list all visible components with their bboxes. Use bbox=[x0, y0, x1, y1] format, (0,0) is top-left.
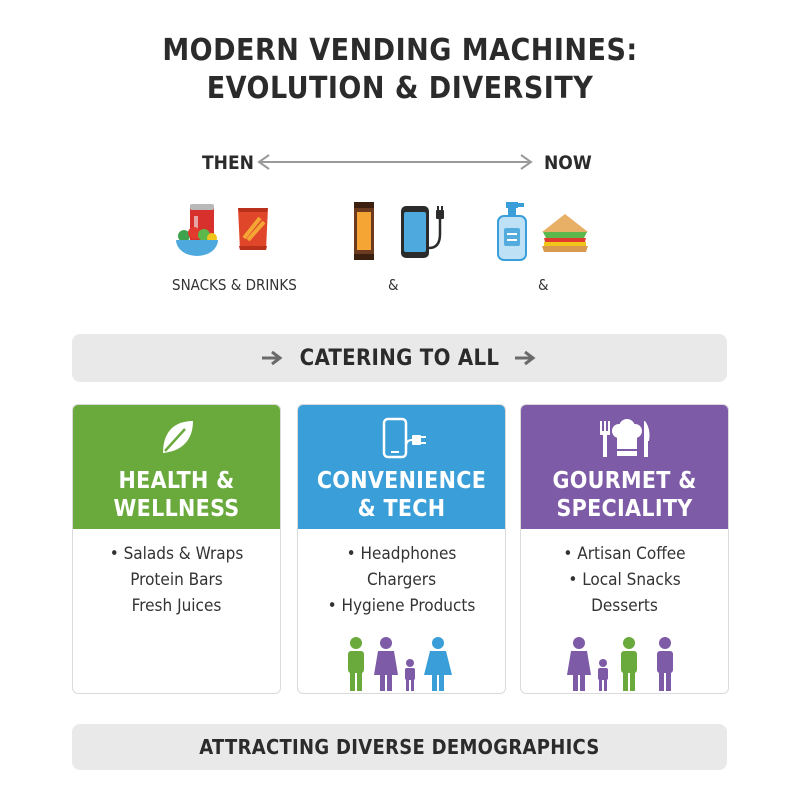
group-caption-3: & bbox=[538, 276, 549, 294]
arrow-right-icon bbox=[261, 350, 283, 366]
leaf-icon bbox=[162, 421, 193, 453]
title-line-1: MODERN VENDING MACHINES: bbox=[162, 33, 638, 68]
demographics-banner-text: ATTRACTING DIVERSE DEMOGRAPHICS bbox=[199, 735, 600, 759]
chip-bag-icon bbox=[238, 208, 268, 250]
card-title-line-1: CONVENIENCE bbox=[316, 468, 487, 494]
page-title: MODERN VENDING MACHINES: EVOLUTION & DIV… bbox=[0, 32, 800, 108]
list-item: • Salads & Wraps bbox=[109, 544, 244, 564]
timeline-arrow-icon bbox=[257, 154, 533, 170]
card-gourmet-speciality: GOURMET & SPECIALITY • Artisan Coffee • … bbox=[520, 404, 729, 694]
card-title-line-2: WELLNESS bbox=[113, 496, 240, 522]
list-item: • Hygiene Products bbox=[327, 596, 476, 616]
list-item: • Artisan Coffee bbox=[563, 544, 686, 564]
arrow-right-icon bbox=[515, 350, 536, 366]
sandwich-icon bbox=[542, 214, 588, 252]
family-group bbox=[298, 633, 505, 693]
group-caption-1: SNACKS & DRINKS bbox=[172, 276, 297, 294]
demographics-banner: ATTRACTING DIVERSE DEMOGRAPHICS bbox=[72, 724, 727, 770]
card-title-line-2: SPECIALITY bbox=[556, 496, 693, 522]
list-item: Protein Bars bbox=[130, 570, 223, 590]
family-group bbox=[521, 633, 728, 693]
card-header: GOURMET & SPECIALITY bbox=[521, 405, 728, 529]
then-label: THEN bbox=[202, 152, 254, 174]
list-item: Fresh Juices bbox=[131, 596, 222, 616]
group-caption-2: & bbox=[388, 276, 399, 294]
phone-charger-icon bbox=[401, 206, 444, 258]
card-title-line-1: GOURMET & bbox=[552, 468, 697, 494]
card-header: CONVENIENCE & TECH bbox=[298, 405, 505, 529]
list-item: Desserts bbox=[591, 596, 658, 616]
fork-chef-hat-knife-icon bbox=[599, 419, 649, 457]
card-title-line-2: & TECH bbox=[357, 496, 446, 522]
card-header: HEALTH & WELLNESS bbox=[73, 405, 280, 529]
people-icon bbox=[566, 637, 673, 691]
hand-sanitizer-icon bbox=[497, 202, 527, 261]
people-icon bbox=[347, 637, 452, 691]
list-item: • Local Snacks bbox=[568, 570, 681, 590]
card-title-line-1: HEALTH & bbox=[118, 468, 235, 494]
phone-plug-icon bbox=[382, 417, 426, 459]
list-item: • Headphones bbox=[346, 544, 457, 564]
list-item: Chargers bbox=[366, 570, 437, 590]
protein-bar-icon bbox=[354, 202, 374, 260]
card-convenience-tech: CONVENIENCE & TECH • Headphones Chargers… bbox=[297, 404, 506, 694]
catering-banner: CATERING TO ALL bbox=[72, 334, 727, 382]
now-label: NOW bbox=[544, 152, 592, 174]
card-health-wellness: HEALTH & WELLNESS • Salads & Wraps Prote… bbox=[72, 404, 281, 694]
salad-bowl-icon bbox=[176, 227, 218, 256]
title-line-2: EVOLUTION & DIVERSITY bbox=[206, 71, 594, 106]
catering-banner-text: CATERING TO ALL bbox=[299, 345, 500, 371]
